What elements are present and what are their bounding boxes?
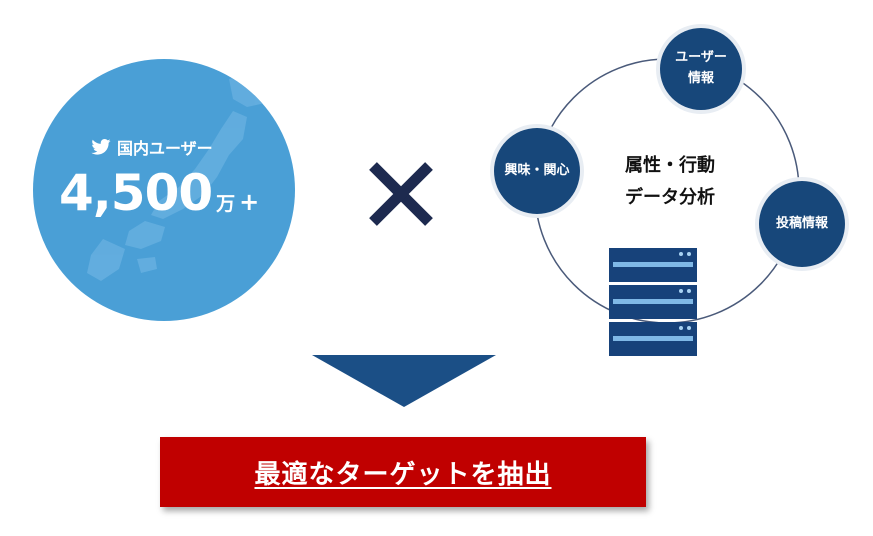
users-count: 4,500 万 +: [59, 164, 259, 222]
result-label: 最適なターゲットを抽出: [254, 459, 552, 490]
analysis-label: 属性・行動 データ分析: [610, 150, 730, 213]
cross-multiply-icon: [369, 162, 433, 226]
node-user-info-line2: 情報: [687, 71, 714, 86]
users-circle: 国内ユーザー 4,500 万 +: [33, 59, 295, 321]
twitter-bird-icon: [91, 139, 111, 155]
node-interests-label: 興味・関心: [504, 162, 570, 178]
result-banner: 最適なターゲットを抽出: [160, 437, 646, 507]
node-post-info: 投稿情報: [759, 181, 845, 267]
node-interests: 興味・関心: [494, 128, 580, 214]
server-rack-icon: [609, 248, 697, 356]
down-triangle-icon: [312, 355, 496, 407]
japan-map-icon: [87, 71, 273, 281]
analysis-label-line2: データ分析: [625, 186, 715, 208]
users-label-row: 国内ユーザー: [91, 135, 213, 159]
node-user-info: ユーザー 情報: [660, 28, 742, 110]
node-user-info-line1: ユーザー: [675, 50, 727, 66]
users-count-number: 4,500: [59, 164, 213, 222]
node-post-info-label: 投稿情報: [775, 215, 828, 231]
users-count-unit: 万: [216, 193, 236, 215]
analysis-label-line1: 属性・行動: [625, 155, 715, 176]
users-label: 国内ユーザー: [117, 139, 213, 158]
users-count-plus: +: [239, 188, 260, 216]
